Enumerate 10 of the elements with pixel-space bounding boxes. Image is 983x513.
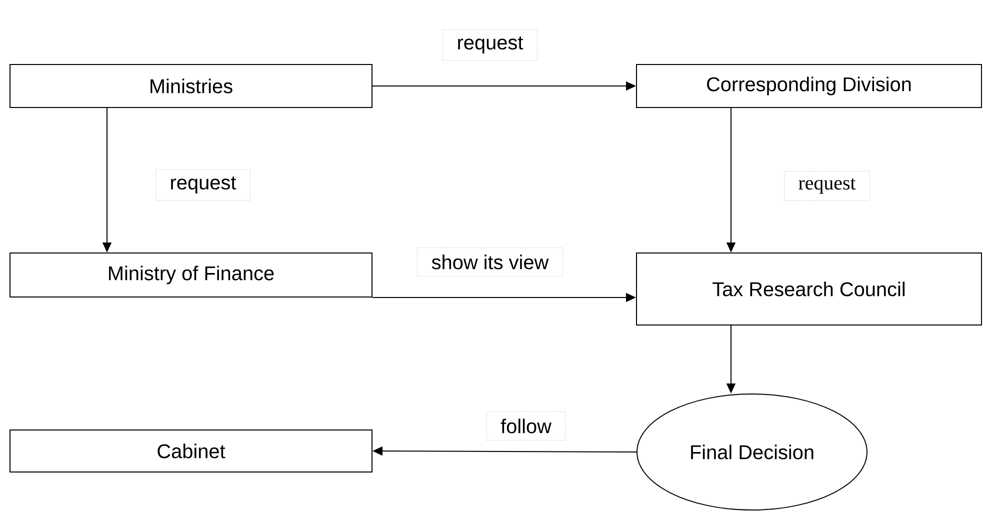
process-box: Ministry of Finance — [10, 252, 372, 298]
edge-label: request — [784, 171, 870, 201]
process-box: Cabinet — [10, 430, 372, 472]
process-box: Tax Research Council — [636, 252, 982, 326]
edge-label: follow — [486, 411, 566, 441]
edge-label: show its view — [417, 247, 563, 277]
process-box: Ministries — [10, 64, 372, 108]
process-box: Corresponding Division — [636, 64, 982, 108]
edge-label: request — [156, 169, 250, 201]
edge-label: request — [442, 29, 538, 61]
